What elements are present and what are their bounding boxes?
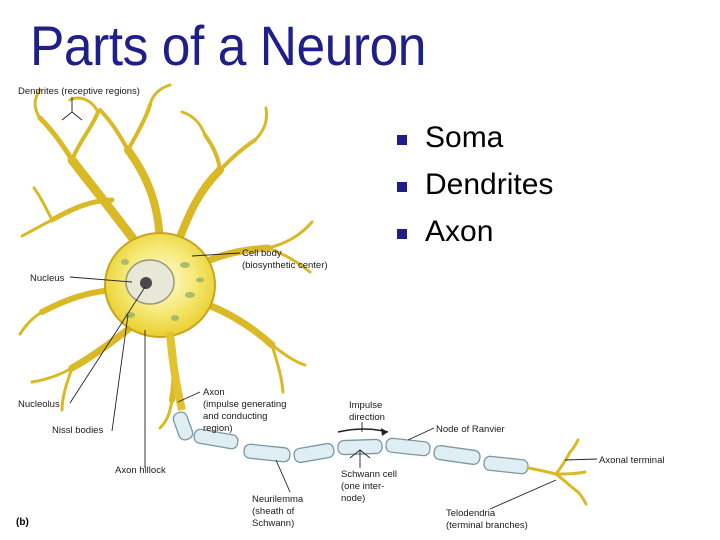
bullet-text: Axon: [425, 215, 494, 248]
label-schwann-2: (one inter-: [341, 481, 384, 492]
label-axon-4: region): [203, 423, 233, 434]
label-schwann-3: node): [341, 493, 365, 504]
label-nissl-bodies: Nissl bodies: [52, 425, 103, 436]
axon-hillock-shape: [166, 331, 186, 411]
bullet-text: Dendrites: [425, 168, 554, 201]
label-node-of-ranvier: Node of Ranvier: [436, 424, 505, 435]
label-telodendria-1: Telodendria: [446, 508, 496, 519]
label-neurilemma-3: Schwann): [252, 518, 294, 529]
label-nucleolus: Nucleolus: [18, 399, 60, 410]
panel-label: (b): [16, 517, 29, 528]
label-axon-1: Axon: [203, 387, 225, 398]
bullet-square-icon: [397, 182, 407, 192]
bullet-square-icon: [397, 229, 407, 239]
label-axon-2: (impulse generating: [203, 399, 286, 410]
label-cell-body-2: (biosynthetic center): [242, 260, 328, 271]
bullet-item-soma: Soma: [397, 118, 553, 165]
label-dendrites: Dendrites (receptive regions): [18, 86, 140, 97]
diagram-labels: Dendrites (receptive regions) Cell body …: [16, 86, 664, 531]
impulse-arrow: [337, 428, 389, 436]
bullet-item-axon: Axon: [397, 212, 553, 259]
label-neurilemma-1: Neurilemma: [252, 494, 304, 505]
nucleolus-shape: [140, 277, 152, 289]
label-telodendria-2: (terminal branches): [446, 520, 528, 531]
telodendria-shape: [526, 438, 588, 506]
slide-title: Parts of a Neuron: [30, 14, 426, 77]
label-neurilemma-2: (sheath of: [252, 506, 295, 517]
leader-lines: [61, 97, 598, 510]
label-impulse-1: Impulse: [349, 400, 382, 411]
bullet-list: Soma Dendrites Axon: [397, 118, 553, 259]
myelin-sheath: [172, 411, 529, 475]
label-impulse-2: direction: [349, 412, 385, 423]
label-axonal-terminal: Axonal terminal: [599, 455, 664, 466]
label-axon-hillock: Axon hillock: [115, 465, 166, 476]
bullet-square-icon: [397, 135, 407, 145]
label-nucleus: Nucleus: [30, 273, 65, 284]
bullet-item-dendrites: Dendrites: [397, 165, 553, 212]
label-cell-body-1: Cell body: [242, 248, 282, 259]
label-schwann-1: Schwann cell: [341, 469, 397, 480]
bullet-text: Soma: [425, 121, 504, 154]
nissl-bodies-shape: [121, 259, 204, 321]
label-axon-3: and conducting: [203, 411, 267, 422]
soma: [104, 232, 216, 338]
